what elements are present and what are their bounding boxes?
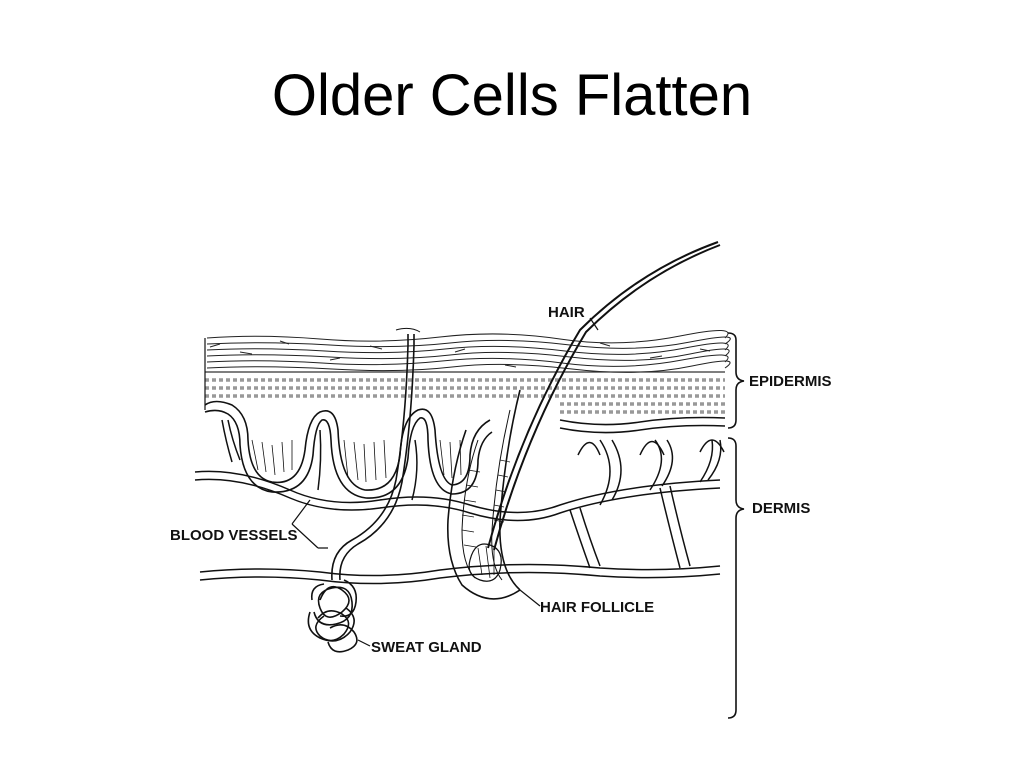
slide-title: Older Cells Flatten [271, 63, 753, 128]
label-dermis: DERMIS [752, 500, 810, 517]
label-hair-follicle: HAIR FOLLICLE [540, 599, 654, 616]
hair-follicle-structure [446, 241, 721, 600]
sweat-gland [307, 327, 421, 653]
label-epidermis: EPIDERMIS [749, 373, 832, 390]
blood-vessel-network [194, 419, 725, 585]
label-hair: HAIR [548, 304, 585, 321]
label-blood-vessels: BLOOD VESSELS [170, 527, 298, 544]
flattened-cell-layers [206, 329, 731, 373]
epidermis-bracket [727, 332, 745, 429]
epidermis-cells [205, 371, 725, 414]
dermis-bracket [727, 437, 745, 719]
label-leader-lines [291, 317, 599, 647]
epidermal-rete-ridges [204, 400, 726, 499]
label-sweat-gland: SWEAT GLAND [371, 639, 482, 656]
